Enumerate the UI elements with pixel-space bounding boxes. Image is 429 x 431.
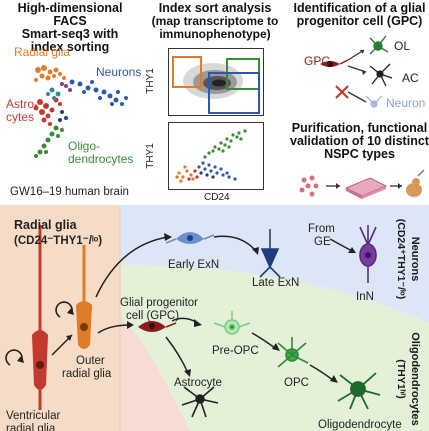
gpc-diagram: [320, 35, 393, 108]
label-neurons: Neurons: [96, 65, 142, 79]
axis-y-bottom: THY1: [144, 143, 156, 169]
facs-plot-top: [168, 48, 264, 116]
label-gpc: GPC: [304, 54, 331, 68]
neuron-cell-icon: [365, 95, 383, 108]
inn-icon: [359, 225, 377, 283]
opc-icon: [277, 337, 309, 368]
label-ol: OL: [394, 39, 411, 53]
cluster-radial-glia: [34, 65, 66, 82]
pre-opc-label: Pre-OPC: [212, 345, 259, 357]
facs-density: [172, 56, 260, 114]
rg-title: Radial glia: [14, 218, 77, 232]
astrocyte-label: Astrocyte: [174, 377, 222, 389]
side-label-neurons: Neurons (CD24⁺THY1⁻/ˡᵒ): [395, 218, 421, 300]
label-astrocytes-1: Astro-: [6, 97, 39, 111]
blocked-icon: [335, 85, 349, 99]
opc-label: OPC: [284, 377, 309, 389]
umap-plot: [33, 65, 128, 158]
panel-a-footer: GW16–19 human brain: [10, 186, 129, 198]
ventricular-rg-label-2: radial glia: [6, 423, 56, 431]
label-neuron: Neuron: [386, 96, 426, 110]
gpc-label-2: cell (GPC): [126, 310, 180, 322]
rg-phenotype: (CD24⁻THY1⁻/ˡᵒ): [14, 235, 103, 247]
ventricular-radial-glia-icon: [32, 225, 48, 410]
panel-c-subtitle: Purification, functional validation of 1…: [290, 121, 429, 161]
lineage-diagram: [0, 205, 429, 431]
outer-rg-label-1: Outer: [76, 355, 105, 367]
late-exn-label: Late ExN: [252, 277, 300, 289]
pre-opc-icon: [213, 311, 251, 335]
cluster-astrocytes: [33, 97, 62, 126]
mouse-icon: [406, 169, 425, 197]
panel-a: High-dimensional FACS Smart-seq3 with in…: [0, 0, 142, 205]
radial-glia-region: [0, 205, 120, 431]
early-exn-icon: [165, 232, 215, 244]
inn-label: InN: [356, 291, 374, 303]
axis-y-top: THY1: [144, 68, 156, 94]
label-radial-glia: Radial glia: [14, 45, 71, 59]
cluster-oligodendrocytes: [34, 125, 64, 158]
facs-scatter: [175, 129, 247, 183]
oligodendrocyte-icon: [337, 372, 381, 410]
ventricular-rg-label-1: Ventricular: [6, 410, 61, 422]
label-oligo-1: Oligo-: [68, 139, 101, 153]
panel-c: Identification of a glial progenitor cel…: [290, 0, 429, 205]
oligodendrocyte-label: Oligodendrocyte: [318, 419, 402, 431]
cell-suspension-icon: [299, 175, 319, 197]
panel-a-title: High-dimensional FACS Smart-seq3 with in…: [17, 1, 123, 54]
ol-cell-icon: [369, 35, 389, 55]
cluster-intermediate: [60, 82, 72, 92]
astrocyte-icon: [181, 386, 219, 418]
self-renewal-loop-icon: [5, 349, 23, 366]
facs-plot-bottom: [168, 122, 264, 190]
cluster-neurons: [69, 79, 128, 106]
astro-region: [120, 315, 190, 431]
gpc-label-1: Glial progenitor: [120, 297, 198, 309]
cluster-progenitors: [46, 87, 61, 100]
early-exn-label: Early ExN: [168, 259, 220, 271]
well-plate-icon: [344, 177, 388, 199]
panel-d: Radial glia (CD24⁻THY1⁻/ˡᵒ) Outer radial…: [0, 205, 429, 431]
axis-x: CD24: [204, 192, 230, 203]
label-astrocytes-2: cytes: [6, 110, 35, 124]
panel-b: Index sort analysis (map transcriptome t…: [140, 0, 290, 205]
side-label-oligo: Oligodendrocytes (THY1ʰⁱ): [395, 332, 421, 426]
gpc-icon: [138, 321, 177, 332]
from-ge-label-2: GE: [314, 236, 331, 248]
purification-workflow: [299, 169, 425, 199]
label-ac: AC: [402, 71, 419, 85]
outer-radial-glia-icon: [76, 245, 92, 349]
self-renewal-loop-icon: [55, 301, 73, 318]
late-exn-icon: [259, 229, 281, 278]
panel-c-title: Identification of a glial progenitor cel…: [293, 1, 426, 28]
cluster-misc: [58, 110, 68, 122]
gpc-cell-icon: [320, 59, 349, 67]
label-oligo-2: dendrocytes: [68, 152, 134, 166]
from-ge-label-1: From: [308, 223, 335, 235]
panel-b-title: Index sort analysis (map transcriptome t…: [151, 1, 279, 41]
outer-rg-label-2: radial glia: [62, 368, 112, 380]
ac-cell-icon: [369, 63, 393, 87]
